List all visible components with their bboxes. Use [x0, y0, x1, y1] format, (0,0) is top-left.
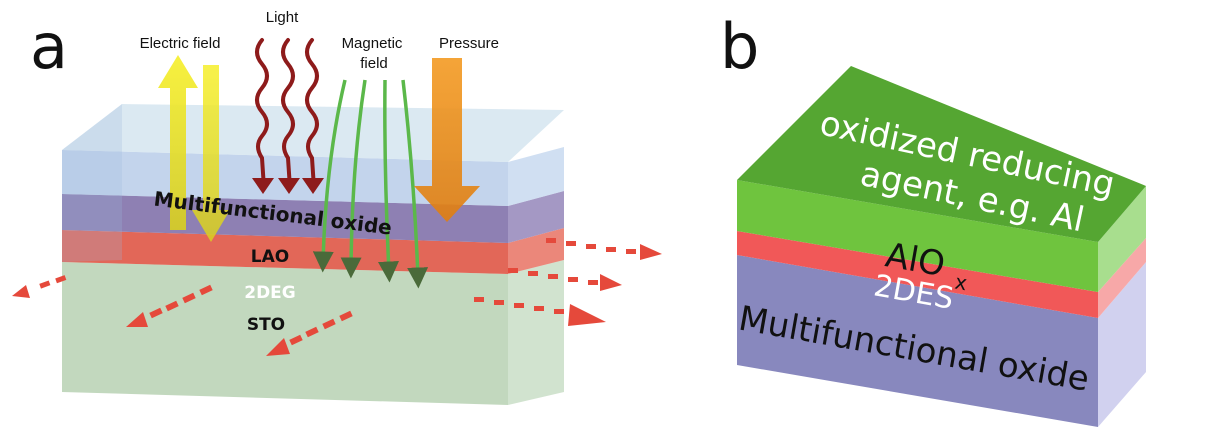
multifunctional-oxide-side [1098, 262, 1146, 427]
electric-field-arrows [158, 55, 230, 242]
sto-label: STO [247, 315, 285, 335]
multifunctional-oxide-front [737, 255, 1098, 427]
panel-a: a [12, 9, 662, 405]
alox-side [1098, 186, 1146, 292]
light-wave-3 [305, 38, 319, 190]
light-label: Light [266, 9, 299, 26]
magnetic-label-line2: field [360, 55, 388, 72]
current-arrow-right-2 [508, 268, 622, 291]
current-arrow-right-1 [546, 238, 662, 260]
magnetic-label-line1: Magnetic [342, 35, 403, 52]
alox-label-subscript: x [953, 270, 969, 296]
2deg-label: 2DEG [244, 283, 296, 303]
pressure-arrow [414, 58, 480, 222]
light-wave-1 [255, 38, 269, 190]
current-arrow-front-2 [266, 310, 353, 356]
sto-layer [62, 260, 564, 405]
light-waves [252, 38, 324, 194]
panel-a-letter: a [30, 10, 68, 83]
current-arrow-right-3 [474, 297, 606, 326]
current-arrows [12, 238, 662, 356]
pressure-label: Pressure [439, 35, 499, 52]
2des-front [737, 231, 1098, 318]
alox-front [737, 180, 1098, 292]
magnetic-field-lines [312, 79, 429, 289]
electric-field-down-arrow [192, 65, 230, 242]
panel-b: b oxidized reducing agent, e.g. Al AlO x… [720, 10, 1146, 427]
current-arrow-left [12, 275, 67, 298]
panel-b-letter: b [720, 10, 759, 83]
2des-side [1098, 238, 1146, 318]
electric-field-up-arrow [158, 55, 198, 230]
current-arrow-front-1 [126, 284, 213, 327]
lao-label: LAO [251, 247, 289, 267]
top-face [737, 66, 1146, 242]
light-wave-2 [281, 38, 295, 190]
electric-field-label: Electric field [140, 35, 221, 52]
